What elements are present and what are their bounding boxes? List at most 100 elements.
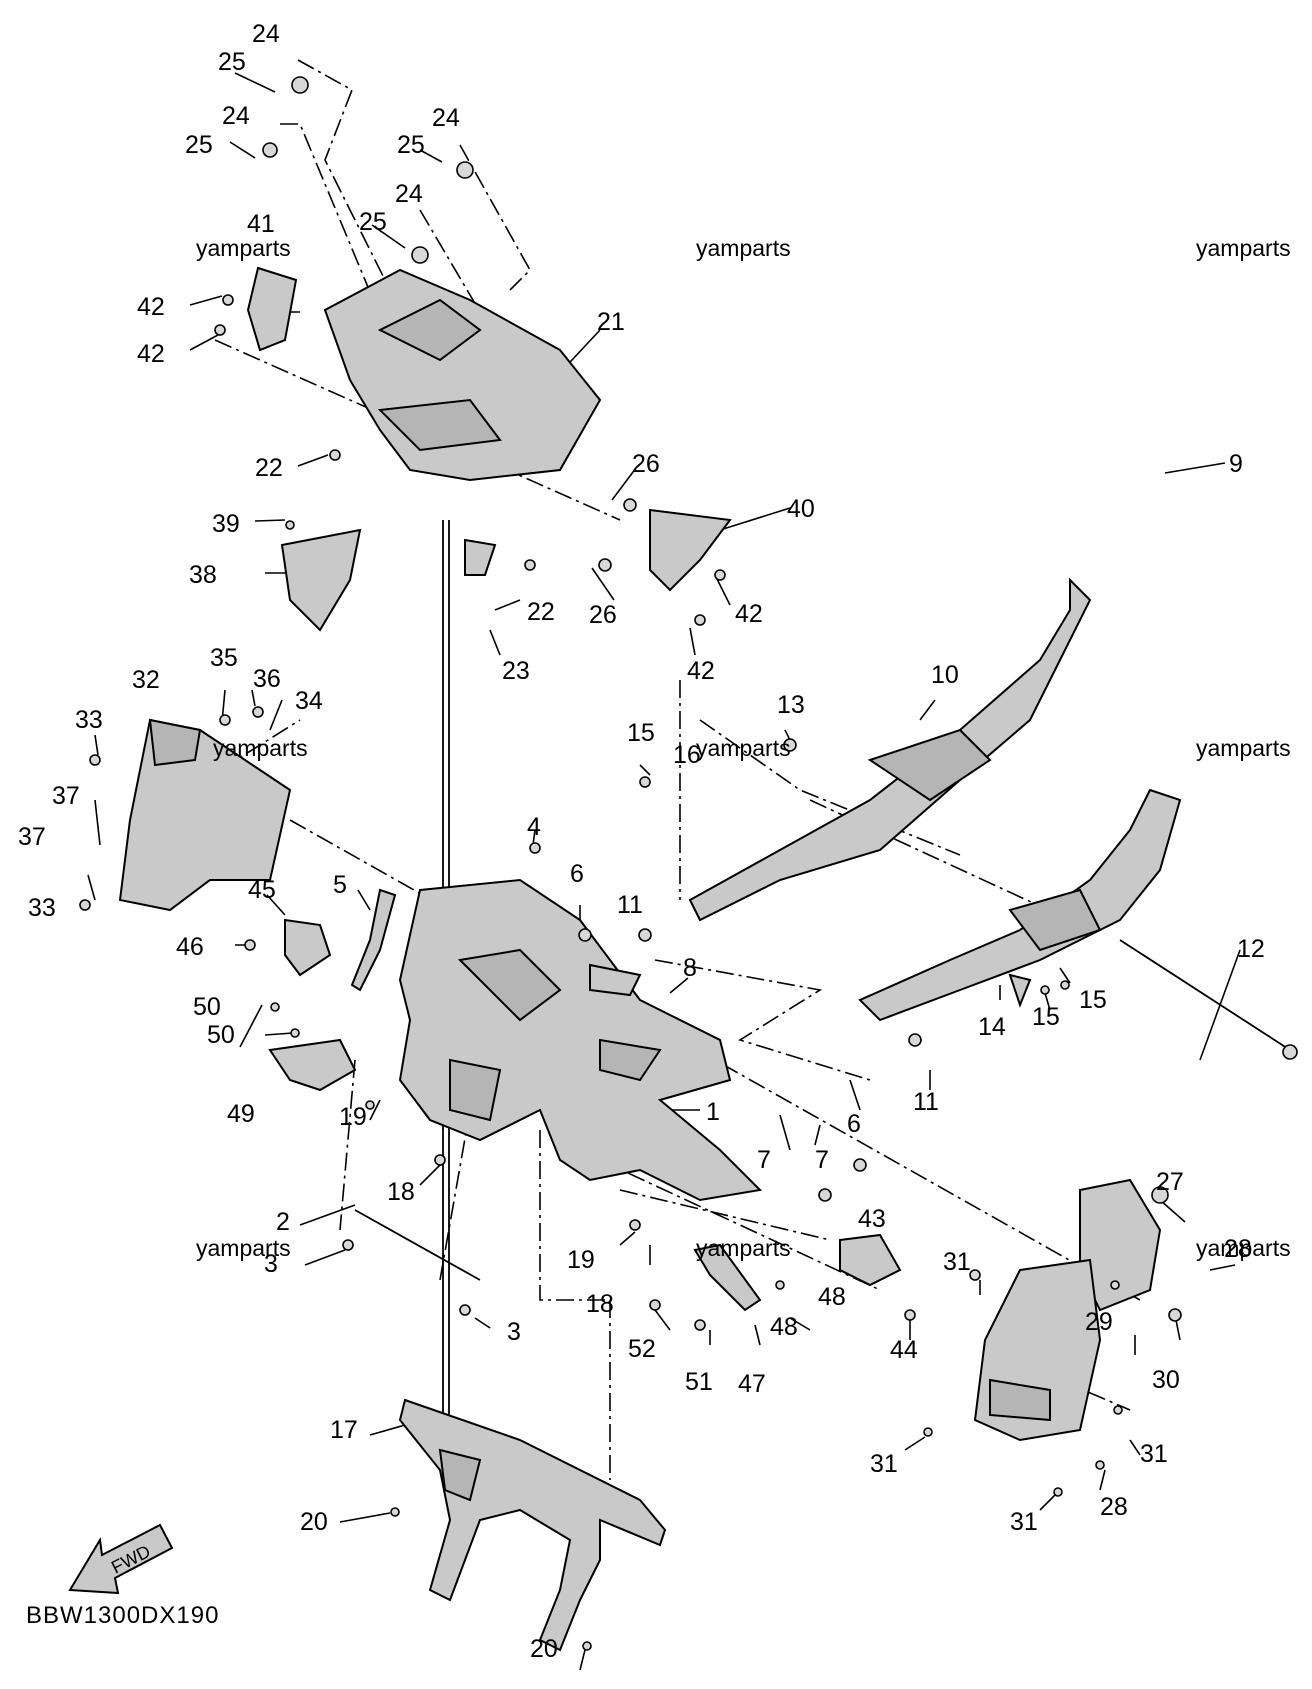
part-label[interactable]: 1 — [706, 1098, 720, 1126]
part-label[interactable]: 15 — [1079, 986, 1107, 1014]
part-label[interactable]: 20 — [300, 1508, 328, 1536]
part-label[interactable]: 35 — [210, 644, 238, 672]
part-label[interactable]: 33 — [28, 894, 56, 922]
part-label[interactable]: 26 — [589, 601, 617, 629]
part-label[interactable]: 19 — [339, 1103, 367, 1131]
part-label[interactable]: 13 — [777, 691, 805, 719]
watermark: yamparts — [1196, 1235, 1291, 1261]
part-label[interactable]: 3 — [507, 1318, 521, 1346]
part-label[interactable]: 24 — [252, 20, 280, 48]
part-label[interactable]: 37 — [18, 823, 46, 851]
subframe-17 — [398, 1398, 667, 1652]
part-label[interactable]: 52 — [628, 1335, 656, 1363]
part-label[interactable]: 36 — [253, 665, 281, 693]
part-label[interactable]: 34 — [295, 687, 323, 715]
part-label[interactable]: 6 — [570, 860, 584, 888]
part-label[interactable]: 18 — [387, 1178, 415, 1206]
part-label[interactable]: 9 — [1229, 450, 1243, 478]
part-label[interactable]: 4 — [527, 813, 541, 841]
watermark: yamparts — [696, 735, 791, 761]
part-label[interactable]: 50 — [193, 993, 221, 1021]
part-label[interactable]: 20 — [530, 1635, 558, 1663]
part-label[interactable]: 25 — [218, 48, 246, 76]
part-label[interactable]: 18 — [586, 1290, 614, 1318]
part-label[interactable]: 17 — [330, 1416, 358, 1444]
part-label[interactable]: 45 — [248, 876, 276, 904]
fwd-arrow-icon: FWD — [68, 1523, 174, 1595]
bracket-47 — [693, 1243, 762, 1312]
part-label[interactable]: 48 — [818, 1283, 846, 1311]
part-label[interactable]: 22 — [255, 454, 283, 482]
part-label[interactable]: 42 — [137, 293, 165, 321]
bracket-38 — [280, 528, 362, 632]
part-label[interactable]: 43 — [858, 1205, 886, 1233]
part-label[interactable]: 26 — [632, 450, 660, 478]
bracket-45 — [284, 918, 332, 977]
part-label[interactable]: 23 — [502, 657, 530, 685]
watermark: yamparts — [213, 735, 308, 761]
parts — [79, 76, 1298, 1652]
part-label[interactable]: 7 — [757, 1146, 771, 1174]
part-label[interactable]: 19 — [567, 1246, 595, 1274]
part-label[interactable]: 12 — [1237, 935, 1265, 963]
part-label[interactable]: 30 — [1152, 1366, 1180, 1394]
part-label[interactable]: 25 — [397, 131, 425, 159]
part-label[interactable]: 33 — [75, 706, 103, 734]
part-label[interactable]: 11 — [617, 891, 643, 919]
watermark: yamparts — [696, 1235, 791, 1261]
part-label[interactable]: 5 — [333, 871, 347, 899]
part-label[interactable]: 49 — [227, 1100, 255, 1128]
part-label[interactable]: 8 — [683, 954, 697, 982]
part-label[interactable]: 25 — [359, 208, 387, 236]
part-label[interactable]: 15 — [627, 719, 655, 747]
part-label[interactable]: 16 — [673, 741, 701, 769]
part-label[interactable]: 14 — [978, 1013, 1006, 1041]
part-label[interactable]: 2 — [276, 1208, 290, 1236]
part-label[interactable]: 24 — [222, 102, 250, 130]
part-label[interactable]: 31 — [1140, 1440, 1168, 1468]
part-label[interactable]: 10 — [931, 661, 959, 689]
watermark: yamparts — [196, 235, 291, 261]
part-label[interactable]: 31 — [870, 1450, 898, 1478]
part-label[interactable]: 22 — [527, 598, 555, 626]
part-label[interactable]: 37 — [52, 782, 80, 810]
bracket-40 — [649, 508, 732, 592]
watermark: yamparts — [196, 1235, 291, 1261]
part-label[interactable]: 6 — [847, 1110, 861, 1138]
watermark: yamparts — [1196, 735, 1291, 761]
part-label[interactable]: 28 — [1224, 1235, 1252, 1263]
part-label[interactable]: 50 — [207, 1021, 235, 1049]
part-label[interactable]: 21 — [597, 308, 625, 336]
part-label[interactable]: 15 — [1032, 1003, 1060, 1031]
bracket-41 — [246, 266, 298, 352]
watermark: yamparts — [1196, 235, 1291, 261]
watermark: yamparts — [696, 235, 791, 261]
part-label[interactable]: 7 — [815, 1146, 829, 1174]
part-label[interactable]: 42 — [137, 340, 165, 368]
part-label[interactable]: 41 — [247, 210, 275, 238]
part-label[interactable]: 40 — [787, 495, 815, 523]
part-label[interactable]: 42 — [735, 600, 763, 628]
part-label[interactable]: 24 — [432, 104, 460, 132]
part-label[interactable]: 47 — [738, 1370, 766, 1398]
part-label[interactable]: 27 — [1156, 1168, 1184, 1196]
part-label[interactable]: 11 — [913, 1088, 939, 1116]
part-label[interactable]: 38 — [189, 561, 217, 589]
rear-frame-10 — [688, 577, 1092, 922]
part-label[interactable]: 46 — [176, 933, 204, 961]
part-label[interactable]: 3 — [264, 1250, 278, 1278]
diagram-code: BBW1300DX190 — [26, 1602, 220, 1629]
part-label[interactable]: 24 — [395, 180, 423, 208]
part-label[interactable]: 51 — [685, 1368, 713, 1396]
part-label[interactable]: 44 — [890, 1336, 918, 1364]
part-label[interactable]: 48 — [770, 1313, 798, 1341]
part-label[interactable]: 32 — [132, 666, 160, 694]
part-label[interactable]: 31 — [1010, 1508, 1038, 1536]
part-label[interactable]: 39 — [212, 510, 240, 538]
part-label[interactable]: 42 — [687, 657, 715, 685]
part-label[interactable]: 31 — [943, 1248, 971, 1276]
part-label[interactable]: 28 — [1100, 1493, 1128, 1521]
part-label[interactable]: 25 — [185, 131, 213, 159]
part-label[interactable]: 29 — [1085, 1308, 1113, 1336]
